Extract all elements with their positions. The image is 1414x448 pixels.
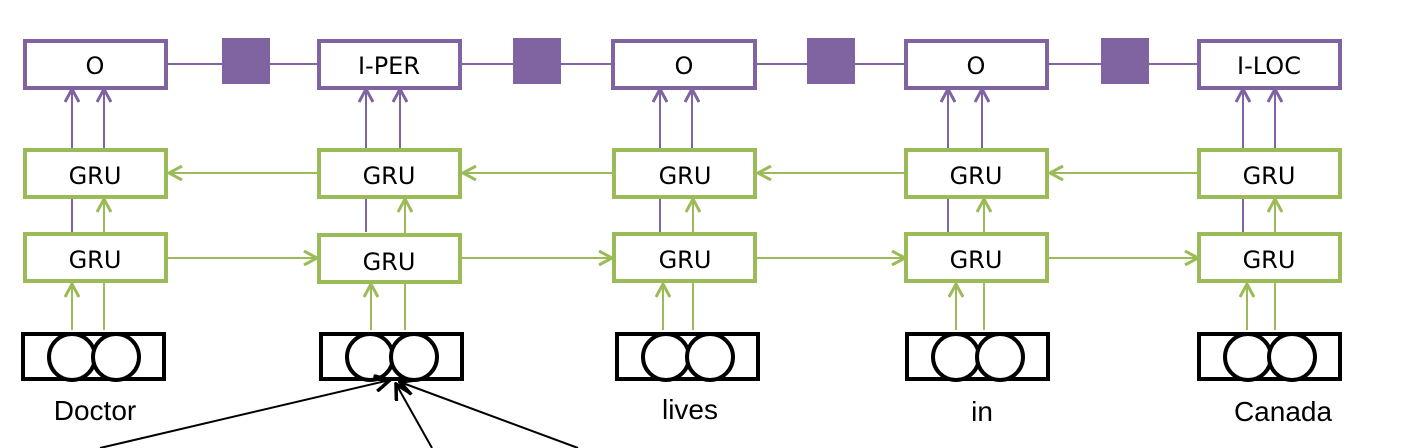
gru-forward-label: GRU — [950, 246, 1003, 274]
tag-box — [23, 39, 168, 90]
gru-backward-label: GRU — [69, 162, 122, 190]
tag-box — [317, 39, 462, 90]
tag-label: I-LOC — [1237, 52, 1301, 80]
column-canada: I-LOC GRU GRU Canada — [1197, 39, 1342, 427]
column-doctor: O GRU GRU Doctor — [21, 39, 168, 426]
gru-forward-box — [612, 232, 757, 283]
tag-box — [611, 39, 757, 90]
crf-factor — [1101, 38, 1149, 84]
incoming-embedding-arrows — [99, 380, 579, 448]
gru-backward-label: GRU — [950, 162, 1003, 190]
tag-label: I-PER — [358, 52, 420, 80]
embedding-unit — [931, 332, 981, 382]
crf-factor — [513, 38, 561, 84]
gru-forward-box — [1197, 232, 1342, 283]
crf-chain — [166, 38, 1199, 84]
incoming-arrow — [99, 380, 390, 448]
embedding-unit — [1223, 332, 1273, 382]
embedding-unit — [685, 332, 735, 382]
column-2: I-PER GRU GRU — [317, 39, 464, 382]
crf-factor — [807, 38, 855, 84]
incoming-arrow — [400, 382, 579, 448]
gru-forward-label: GRU — [659, 246, 712, 274]
word-label: Doctor — [54, 395, 136, 426]
embedding-unit — [91, 332, 141, 382]
gru-forward-box — [23, 232, 168, 283]
word-label: in — [971, 396, 993, 427]
gru-forward-box — [317, 233, 462, 284]
gru-forward-label: GRU — [1243, 246, 1296, 274]
embedding-unit — [47, 332, 97, 382]
embedding-unit — [1267, 332, 1317, 382]
embedding-unit — [975, 332, 1025, 382]
embedding-unit — [641, 332, 691, 382]
gru-backward-box — [612, 148, 757, 199]
gru-backward-label: GRU — [1243, 162, 1296, 190]
embedding-unit — [345, 332, 395, 382]
tag-label: O — [967, 52, 986, 80]
tag-box — [904, 39, 1049, 90]
gru-backward-label: GRU — [363, 162, 416, 190]
gru-forward-box — [904, 232, 1049, 283]
tag-label: O — [86, 52, 105, 80]
gru-backward-label: GRU — [659, 162, 712, 190]
column-lives: O GRU GRU lives — [611, 39, 760, 425]
gru-forward-label: GRU — [363, 248, 416, 276]
gru-backward-box — [1197, 148, 1342, 199]
word-label: Canada — [1234, 396, 1333, 427]
gru-backward-box — [904, 148, 1049, 199]
tag-box — [1197, 39, 1342, 90]
embedding-unit — [389, 332, 439, 382]
word-label: lives — [662, 394, 718, 425]
incoming-arrow — [396, 384, 433, 448]
gru-backward-box — [317, 148, 462, 199]
column-in: O GRU GRU in — [904, 39, 1050, 427]
gru-backward-box — [23, 148, 168, 199]
crf-factor — [222, 38, 270, 84]
tag-label: O — [675, 52, 694, 80]
gru-forward-label: GRU — [69, 246, 122, 274]
